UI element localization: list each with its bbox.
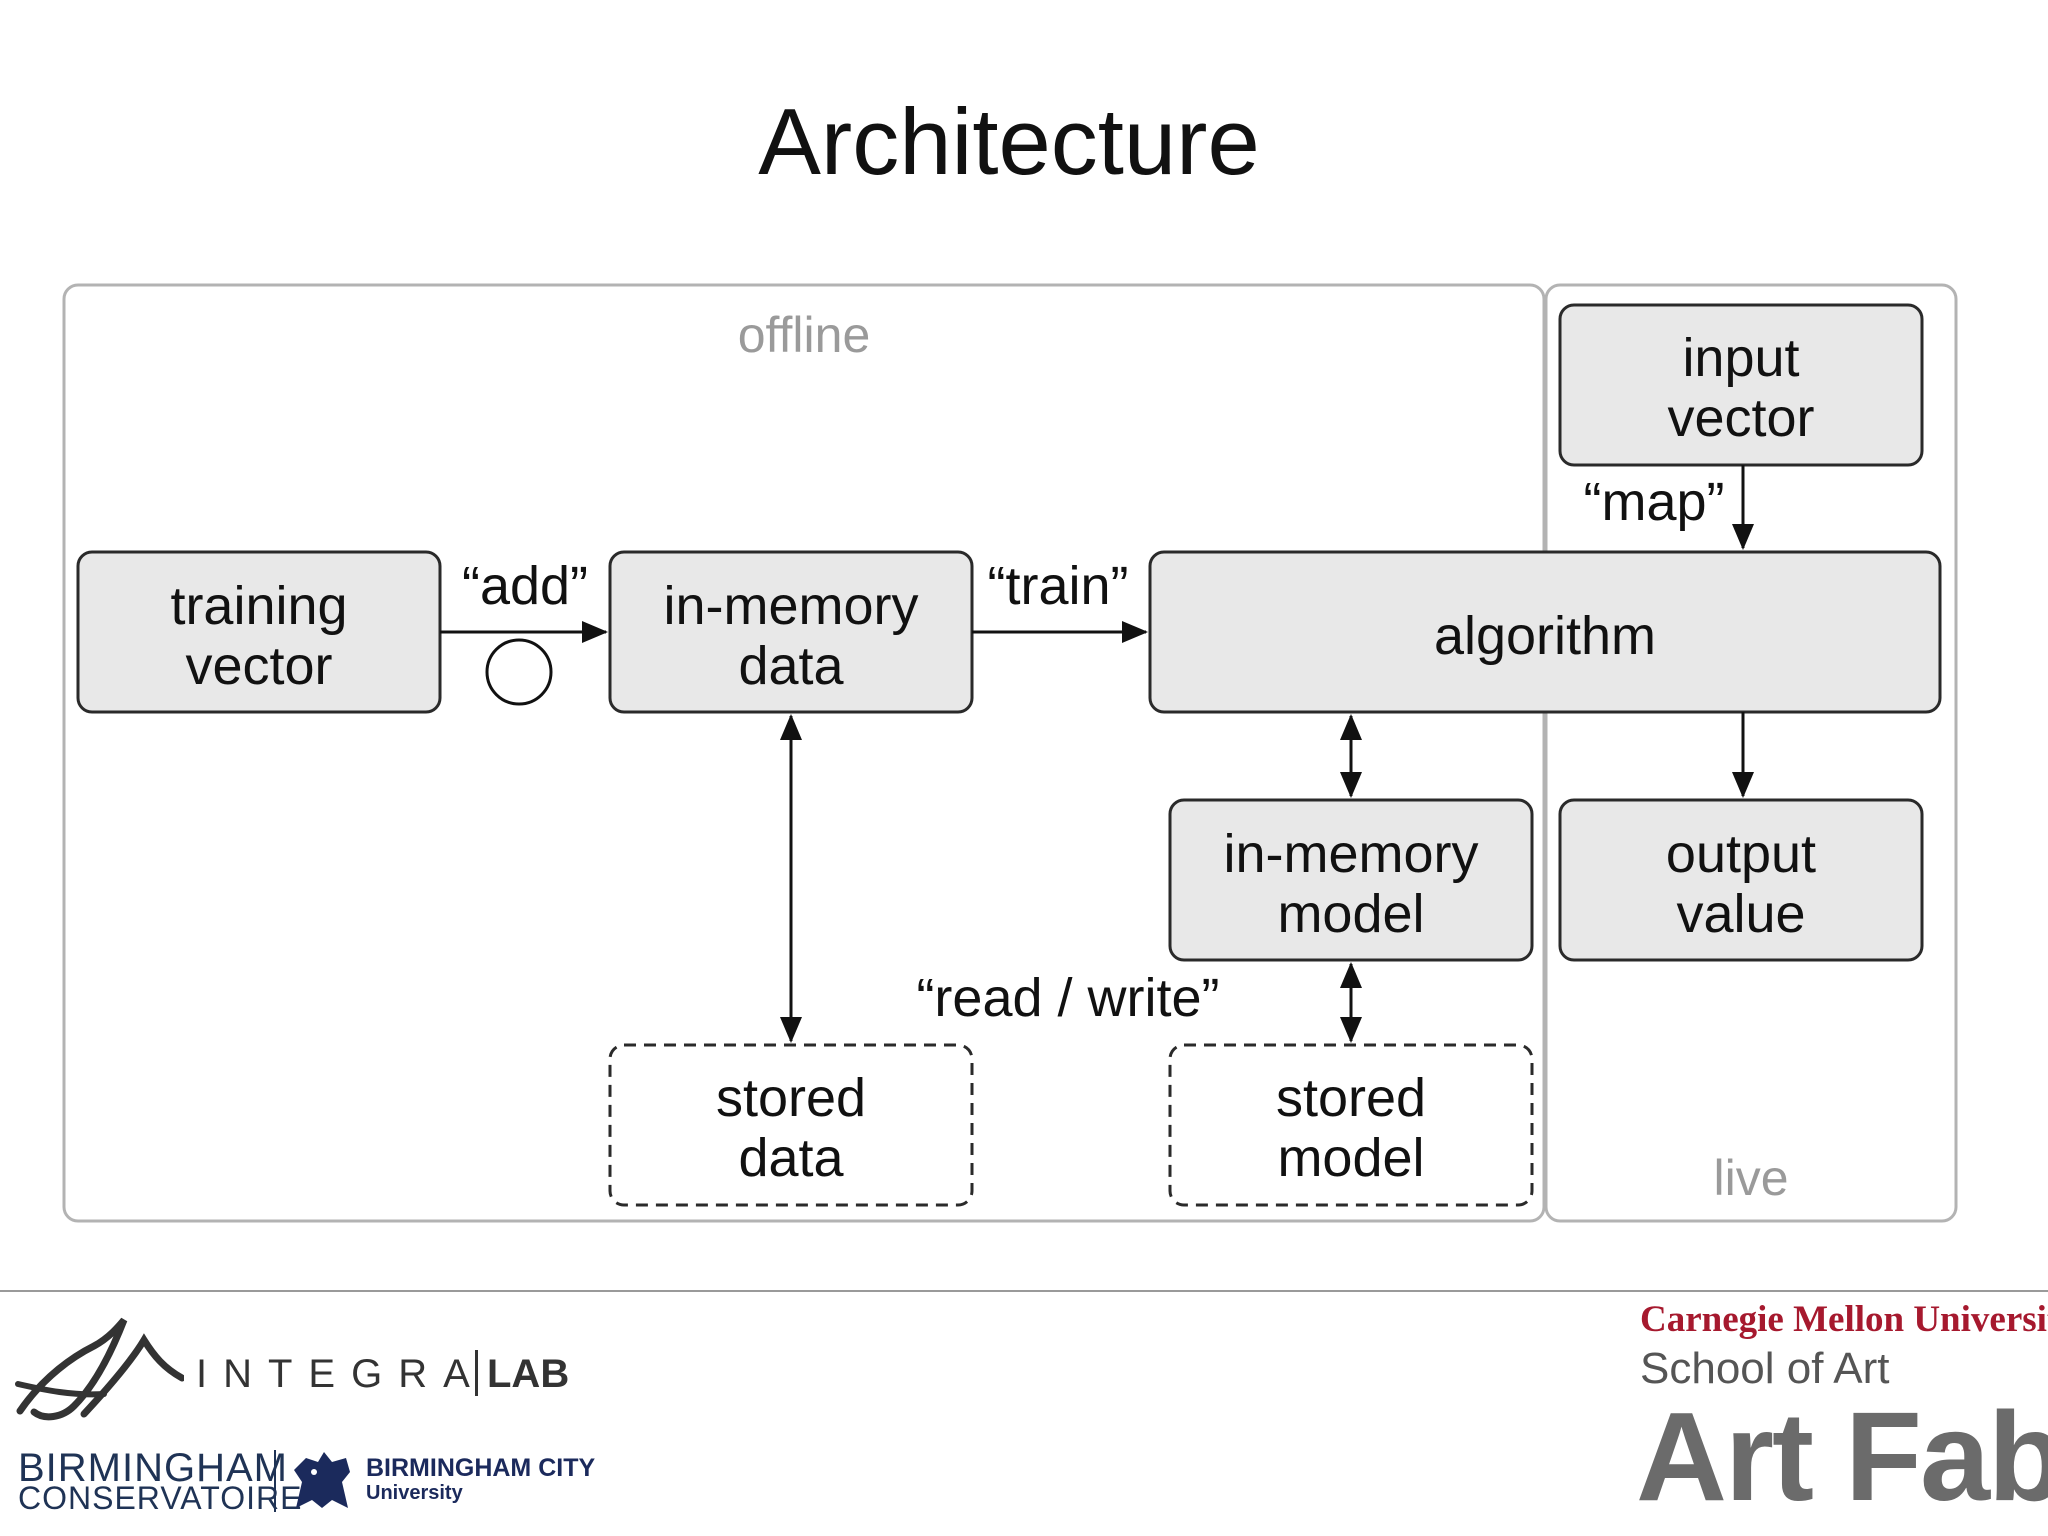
integra-separator bbox=[475, 1350, 478, 1396]
offline-label: offline bbox=[738, 307, 871, 363]
lab-wordmark: LAB bbox=[487, 1352, 570, 1396]
in-memory-model-node: in-memory model bbox=[1168, 798, 1534, 962]
bcu-line2: University bbox=[366, 1482, 463, 1504]
node-label: model bbox=[1277, 1128, 1424, 1188]
bcu-crest-icon bbox=[294, 1452, 350, 1508]
footer-divider bbox=[0, 1290, 2048, 1292]
logo-separator bbox=[274, 1450, 276, 1512]
training-vector-node: training vector bbox=[76, 550, 442, 714]
node-label: stored bbox=[1276, 1068, 1426, 1128]
map-edge-label: “map” bbox=[1583, 472, 1724, 532]
input-vector-node: input vector bbox=[1558, 303, 1924, 467]
offline-region bbox=[62, 283, 1546, 1223]
stored-model-node: stored model bbox=[1168, 1043, 1534, 1207]
add-edge-label: “add” bbox=[462, 556, 588, 616]
node-label: data bbox=[738, 1128, 844, 1188]
buffer-circle bbox=[485, 638, 553, 706]
output-value-node: output value bbox=[1558, 798, 1924, 962]
cmu-wordmark: Carnegie Mellon University bbox=[1640, 1299, 2048, 1340]
node-label: in-memory bbox=[663, 576, 918, 636]
read-write-edge-label: “read / write” bbox=[916, 968, 1219, 1028]
node-label: model bbox=[1277, 884, 1424, 944]
node-label: output bbox=[1666, 824, 1816, 884]
conservatoire-line2: CONSERVATOIRE bbox=[18, 1480, 303, 1516]
node-label: value bbox=[1676, 884, 1805, 944]
integra-lab-logo-icon bbox=[15, 1317, 184, 1421]
artfab-logo: Art Fab bbox=[1636, 1386, 2048, 1527]
train-edge-label: “train” bbox=[987, 556, 1128, 616]
node-label: training bbox=[170, 576, 347, 636]
integra-wordmark: INTEGRA bbox=[196, 1352, 486, 1396]
node-label: data bbox=[738, 636, 844, 696]
node-label: vector bbox=[1667, 388, 1814, 448]
node-label: vector bbox=[185, 636, 332, 696]
live-label: live bbox=[1713, 1150, 1788, 1206]
architecture-diagram: offline live training vector in-memory d… bbox=[62, 283, 1958, 1223]
node-label: algorithm bbox=[1434, 606, 1656, 666]
algorithm-node: algorithm bbox=[1148, 550, 1942, 714]
node-label: stored bbox=[716, 1068, 866, 1128]
node-label: input bbox=[1682, 328, 1799, 388]
slide-title: Architecture bbox=[758, 89, 1260, 194]
conservatoire-line1: BIRMINGHAM bbox=[18, 1446, 288, 1490]
bcu-line1: BIRMINGHAM CITY bbox=[366, 1454, 596, 1482]
live-region bbox=[1544, 283, 1958, 1223]
school-of-art-wordmark: School of Art bbox=[1640, 1344, 1890, 1393]
node-label: in-memory bbox=[1223, 824, 1478, 884]
stored-data-node: stored data bbox=[608, 1043, 974, 1207]
in-memory-data-node: in-memory data bbox=[608, 550, 974, 714]
